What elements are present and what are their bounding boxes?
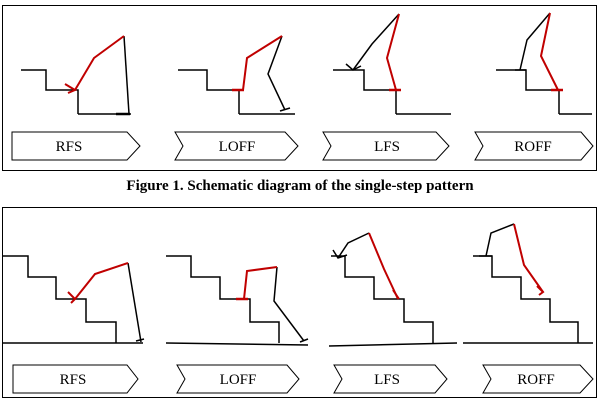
single-step-outline	[333, 69, 397, 114]
phase-label: LFS	[374, 372, 400, 388]
staircase-outline	[3, 255, 117, 343]
fig1-frame-rfs	[21, 35, 131, 116]
phase-label: LOFF	[219, 139, 256, 155]
fig2-phase-arrows: RFS LOFF LFS ROFF	[12, 364, 594, 394]
fig1-frame-lfs	[333, 13, 451, 115]
figure1-diagram: RFS LOFF LFS ROFF	[11, 12, 594, 161]
leg-black	[127, 262, 142, 343]
leg-red	[513, 223, 544, 293]
foot-black	[345, 63, 362, 71]
fig2-frame-roff	[463, 223, 593, 344]
leg-red	[74, 35, 125, 91]
leg-red	[368, 232, 399, 300]
phase-arrow	[482, 364, 594, 394]
leg-red	[539, 12, 559, 91]
leg-black	[273, 266, 305, 342]
phase-arrow	[474, 131, 594, 161]
leg-red	[74, 262, 129, 300]
fig1-frame-loff	[178, 35, 295, 115]
phase-label: ROFF	[517, 372, 555, 388]
foot-red	[536, 285, 545, 296]
phase-label: RFS	[60, 372, 87, 388]
single-step-outline	[496, 69, 560, 114]
foot-black	[135, 338, 145, 342]
phase-arrow	[176, 364, 300, 394]
foot-red	[64, 83, 78, 94]
fig2-frame-loff	[165, 255, 309, 346]
foot-black	[279, 107, 291, 112]
figure1-caption: Figure 1. Schematic diagram of the singl…	[126, 178, 474, 194]
figure2-panel: RFS LOFF LFS ROFF	[2, 207, 597, 398]
foot-red	[392, 289, 400, 300]
leg-red	[243, 266, 278, 300]
phase-arrow	[12, 364, 139, 394]
phase-arrow	[322, 131, 450, 161]
leg-black	[519, 12, 551, 71]
leg-black	[485, 223, 515, 257]
leg-black	[352, 13, 400, 71]
leg-black	[267, 35, 286, 111]
ground-line	[328, 342, 458, 347]
phase-label: RFS	[56, 139, 83, 155]
phase-arrow	[11, 131, 141, 161]
figure1-panel: RFS LOFF LFS ROFF	[2, 5, 597, 171]
phase-arrow	[333, 364, 448, 394]
staircase-outline	[166, 255, 280, 343]
single-step-outline	[178, 69, 240, 114]
fig2-frame-lfs	[328, 232, 458, 347]
leg-black	[337, 232, 370, 259]
leg-black	[123, 35, 130, 115]
foot-red	[67, 291, 77, 304]
leg-red	[385, 13, 400, 91]
fig1-phase-arrows: RFS LOFF LFS ROFF	[11, 131, 594, 161]
single-step-outline	[21, 69, 79, 114]
staircase-outline	[331, 255, 434, 343]
phase-label: LFS	[374, 139, 400, 155]
figure2-diagram: RFS LOFF LFS ROFF	[3, 223, 594, 394]
staircase-outline	[473, 255, 579, 343]
foot-black	[299, 338, 309, 343]
phase-label: LOFF	[220, 372, 257, 388]
leg-red	[242, 35, 283, 91]
fig1-frame-roff	[496, 12, 592, 115]
ground-line	[165, 342, 309, 346]
phase-label: ROFF	[514, 139, 552, 155]
foot-black	[332, 249, 348, 259]
phase-arrow	[174, 131, 299, 161]
fig2-frame-rfs	[3, 255, 145, 344]
